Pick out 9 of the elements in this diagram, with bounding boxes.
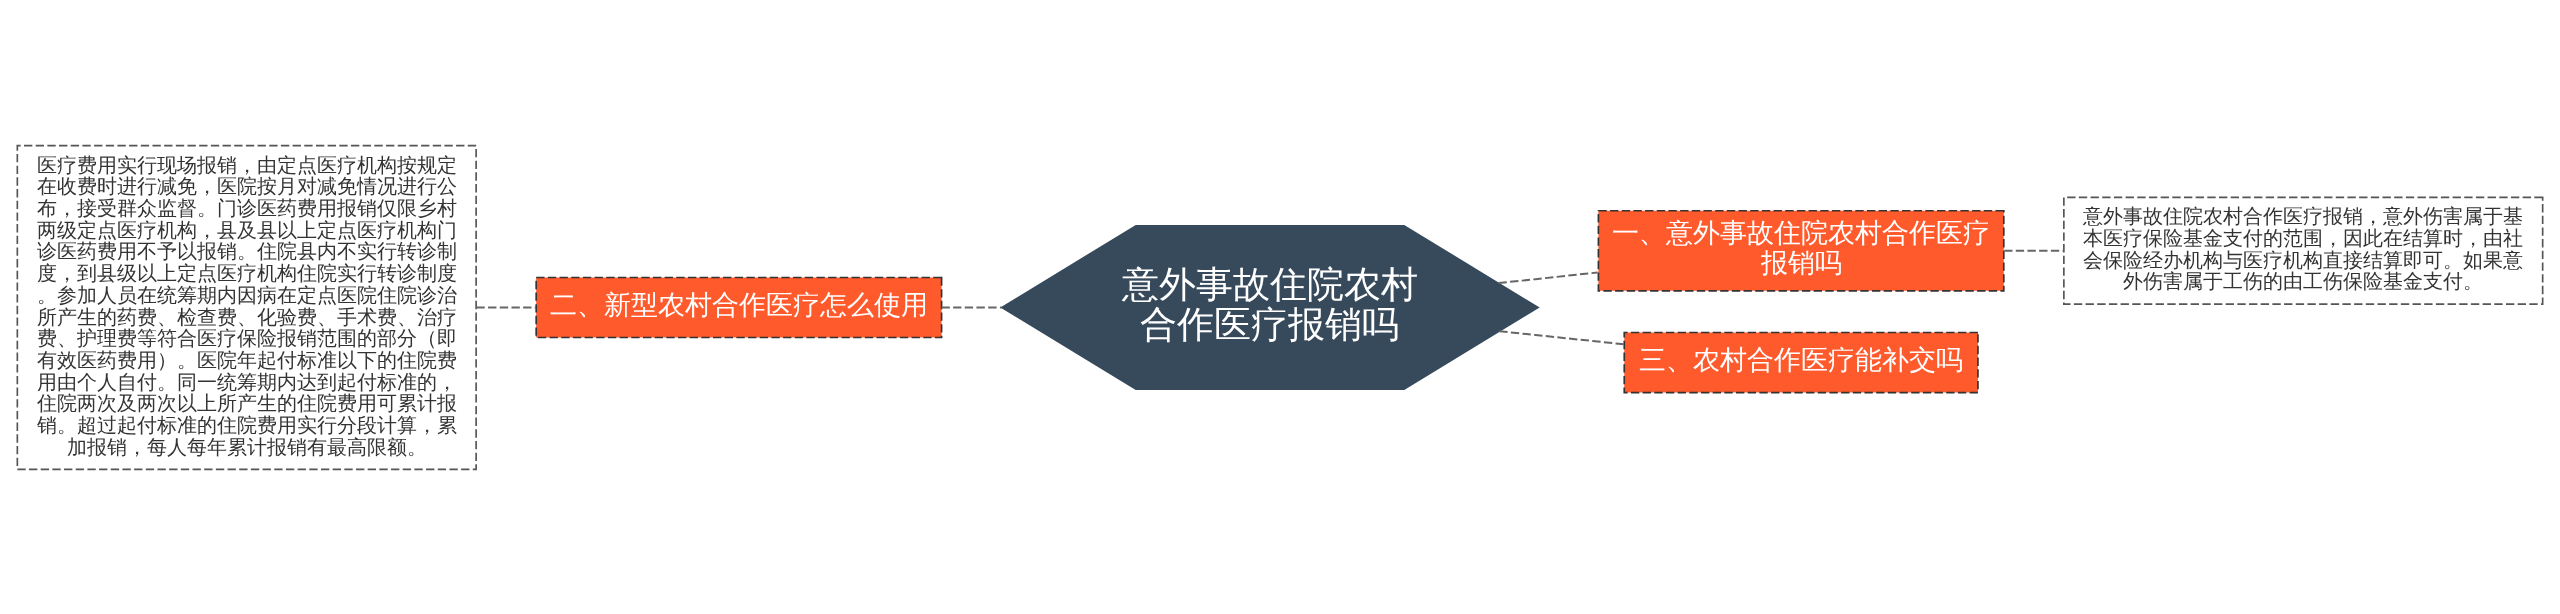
node-box: 二、新型农村合作医疗怎么使用 xyxy=(535,276,943,338)
node-box: 一、意外事故住院农村合作医疗报销吗 xyxy=(1597,209,2005,292)
connector xyxy=(1498,329,1626,345)
node-box: 医疗费用实行现场报销，由定点医疗机构按规定在收费时进行减免，医院按月对减免情况进行公布，接受群众监督。门诊医药费用报销仅限乡村两级定点医疗机构，县及县以上定点医疗机构门诊医药费用不予以报销。住院县内不实行转诊制度，到县级以上定点医疗机构住院实行转诊制度。参加人员在统筹期内因病在定点医院住院诊治所产生的药费、检查费、化验费、手术费、治疗费、护理费等符合医疗保险报销范围的部分（即有效医药费用）。医院年起付标准以下的住院费用由个人自付。同一统筹期内达到起付标准的，住院两次及两次以上所产生的住院费用可累计报销。超过起付标准的住院费用实行分段计算，累加报销，每人每年累计报销有最高限额。 xyxy=(16,144,477,470)
connector xyxy=(940,306,1003,308)
connector xyxy=(1497,270,1599,284)
node-box: 三、农村合作医疗能补交吗 xyxy=(1623,331,1979,393)
node-box: 意外事故住院农村合作医疗报销，意外伤害属于基本医疗保险基金支付的范围，因此在结算时，由社会保险经办机构与医疗机构直接结算即可。如果意外伤害属于工伤的由工伤保险基金支付。 xyxy=(2063,196,2544,305)
connector xyxy=(475,306,537,308)
